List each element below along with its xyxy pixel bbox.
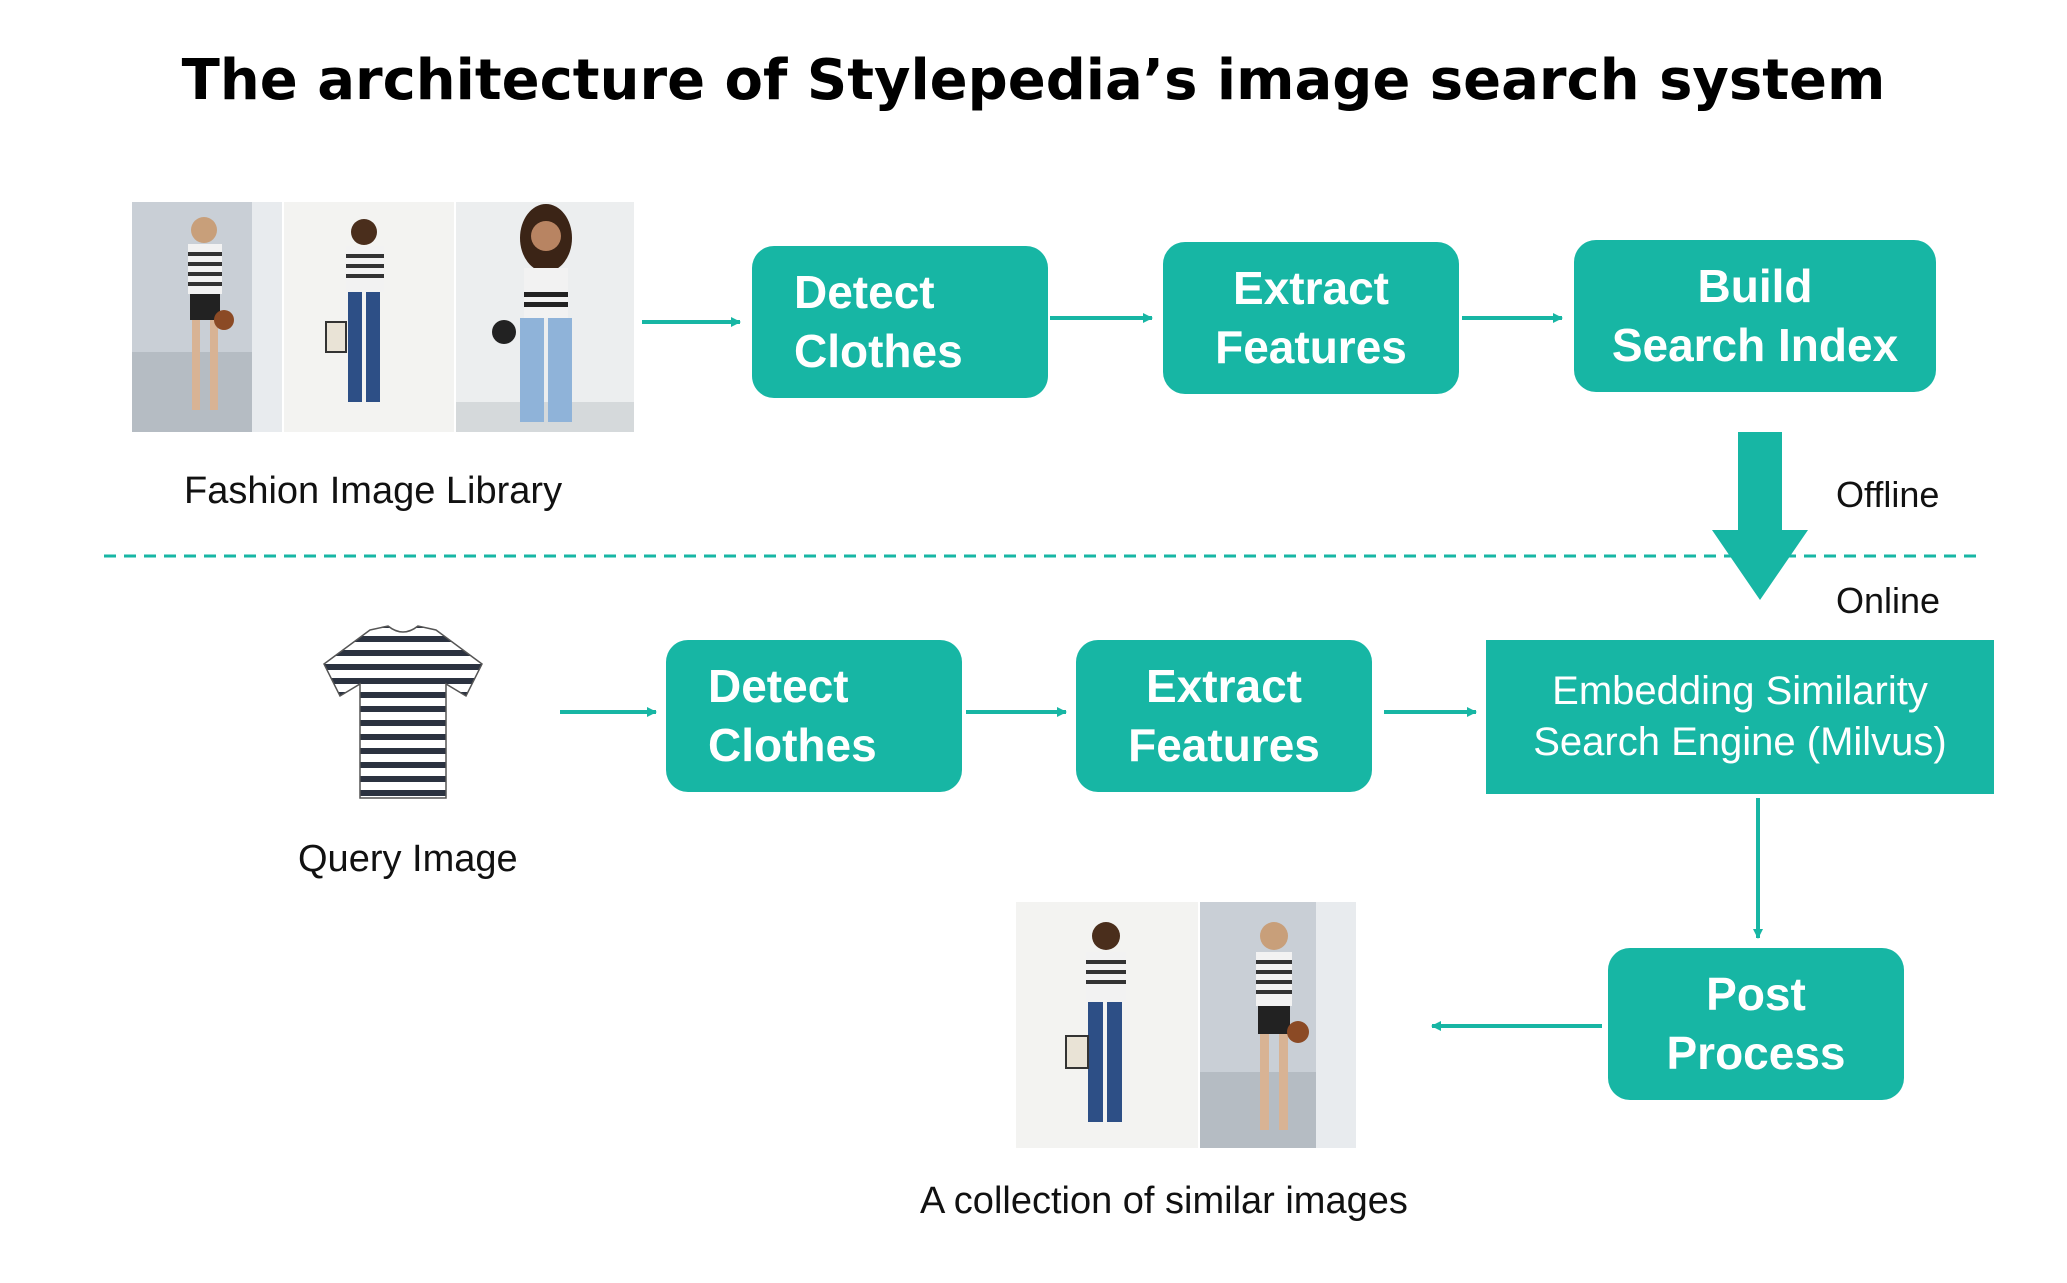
embedding-similarity-search-engine-box: Embedding Similarity Search Engine (Milv…	[1486, 640, 1994, 794]
online-label: Online	[1836, 580, 1941, 621]
similar-images-label: A collection of similar images	[920, 1180, 1408, 1222]
build-search-index-box: Build Search Index	[1574, 240, 1936, 392]
offline-label: Offline	[1836, 474, 1940, 515]
tshirt-icon	[323, 625, 483, 799]
arrow-index-to-engine	[1712, 432, 1808, 600]
online-extract-features-box: Extract Features	[1076, 640, 1372, 792]
offline-detect-clothes-box: Detect Clothes	[752, 246, 1048, 398]
library-photos	[132, 202, 634, 432]
diagram-title: The architecture of Stylepedia’s image s…	[181, 48, 1886, 113]
query-image	[318, 622, 488, 802]
similar-images-collection	[1016, 902, 1356, 1148]
query-image-label: Query Image	[298, 838, 518, 880]
offline-extract-features-box: Extract Features	[1163, 242, 1459, 394]
online-detect-clothes-box: Detect Clothes	[666, 640, 962, 792]
fashion-image-library	[132, 202, 634, 432]
fashion-image-library-label: Fashion Image Library	[184, 470, 563, 512]
similar-photos	[1016, 902, 1356, 1148]
post-process-box: Post Process	[1608, 948, 1904, 1100]
